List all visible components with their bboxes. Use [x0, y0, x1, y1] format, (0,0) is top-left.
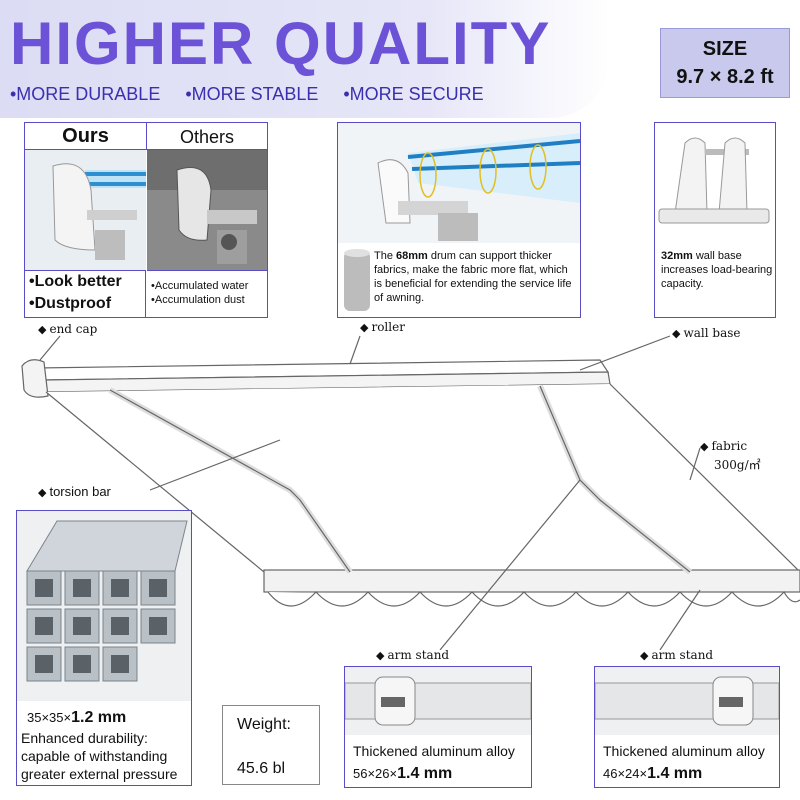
- wallbase-description: 32mm wall base increases load-bearing ca…: [661, 249, 773, 291]
- arm-right-dims: 46×24×1.4 mm: [603, 765, 702, 783]
- ours-points: •Look better •Dustproof: [25, 270, 146, 318]
- size-label: SIZE: [702, 38, 748, 60]
- callout-wall-base: ◆wall base: [672, 326, 741, 340]
- arm-right-title: Thickened aluminum alloy: [603, 743, 765, 759]
- callout-arm-stand-left-text: arm stand: [387, 648, 450, 662]
- arm-stand-right-image: [595, 667, 779, 735]
- wallbase-size: 32mm: [661, 250, 693, 262]
- arm-left-dims-bold: 1.4 mm: [397, 765, 453, 782]
- arm-left-dims: 56×26×1.4 mm: [353, 765, 452, 783]
- others-endcap-image: [147, 150, 267, 270]
- callout-roller-text: roller: [371, 320, 405, 334]
- size-value: 9.7 × 8.2 ft: [676, 66, 774, 88]
- bullet-durable: •MORE DURABLE: [10, 84, 161, 104]
- ours-endcap-image: [25, 150, 146, 270]
- callout-wall-base-text: wall base: [683, 326, 741, 340]
- drum-panel: The 68mm drum can support thicker fabric…: [337, 122, 581, 318]
- callout-arm-stand-right-text: arm stand: [651, 648, 714, 662]
- weight-box: Weight: 45.6 bl: [222, 705, 320, 785]
- callout-torsion-bar-text: torsion bar: [49, 484, 111, 499]
- callout-end-cap-text: end cap: [49, 322, 98, 336]
- ours-label: Ours: [25, 123, 147, 150]
- arm-right-dims-bold: 1.4 mm: [647, 765, 703, 782]
- arm-stand-left-panel: Thickened aluminum alloy 56×26×1.4 mm: [344, 666, 532, 788]
- callout-roller: ◆roller: [360, 320, 405, 334]
- arm-left-dims-pre: 56×26×: [353, 766, 398, 781]
- callout-arm-stand-right: ◆arm stand: [640, 648, 714, 662]
- bullet-secure: •MORE SECURE: [343, 84, 484, 104]
- torsion-bar-panel: 35×35×1.2 mm Enhanced durability: capabl…: [16, 510, 192, 786]
- square-tubes-image: [17, 511, 191, 701]
- arm-left-title: Thickened aluminum alloy: [353, 743, 515, 759]
- torsion-dims-bold: 1.2 mm: [71, 709, 127, 726]
- torsion-description: Enhanced durability: capable of withstan…: [21, 730, 178, 782]
- drum-image: [338, 123, 580, 243]
- fabric-weight: 300g/㎡: [714, 458, 761, 472]
- comparison-panel: Ours Others •Look better •Dustproof •Acc…: [24, 122, 268, 318]
- arm-stand-right-panel: Thickened aluminum alloy 46×24×1.4 mm: [594, 666, 780, 788]
- callout-end-cap: ◆end cap: [38, 322, 98, 336]
- header-banner: [0, 0, 610, 118]
- feature-bullets: •MORE DURABLE •MORE STABLE •MORE SECURE: [10, 84, 504, 105]
- weight-value: 45.6 bl: [237, 760, 286, 777]
- torsion-dims-pre: 35×35×: [27, 710, 72, 725]
- others-point-water: •Accumulated water: [151, 280, 249, 292]
- others-label: Others: [147, 123, 267, 150]
- wallbase-panel: 32mm wall base increases load-bearing ca…: [654, 122, 776, 318]
- drum-size: 68mm: [396, 250, 428, 262]
- wallbase-image: [655, 123, 775, 241]
- drum-cross-section-icon: [344, 249, 370, 311]
- drum-text-post: drum can support thicker fabrics, make t…: [374, 250, 572, 304]
- torsion-dims: 35×35×1.2 mm: [27, 709, 126, 727]
- drum-description: The 68mm drum can support thicker fabric…: [374, 249, 578, 305]
- size-badge: SIZE 9.7 × 8.2 ft: [660, 28, 790, 98]
- callout-fabric-text: fabric: [711, 439, 748, 453]
- drum-text-pre: The: [374, 250, 397, 262]
- ours-point-dust: •Dustproof: [29, 295, 112, 312]
- page-title: HIGHER QUALITY: [10, 10, 552, 77]
- arm-right-dims-pre: 46×24×: [603, 766, 648, 781]
- callout-torsion-bar: ◆torsion bar: [38, 484, 111, 499]
- weight-label: Weight:: [237, 716, 291, 733]
- arm-stand-left-image: [345, 667, 531, 735]
- callout-arm-stand-left: ◆arm stand: [376, 648, 450, 662]
- bullet-stable: •MORE STABLE: [185, 84, 319, 104]
- wallbase-text: wall base increases load-bearing capacit…: [661, 250, 773, 290]
- others-points: •Accumulated water •Accumulation dust: [147, 270, 267, 318]
- awning-diagram: [21, 335, 800, 650]
- callout-fabric: ◆fabric: [700, 439, 748, 453]
- others-point-dust: •Accumulation dust: [151, 294, 245, 306]
- ours-point-look: •Look better: [29, 273, 122, 290]
